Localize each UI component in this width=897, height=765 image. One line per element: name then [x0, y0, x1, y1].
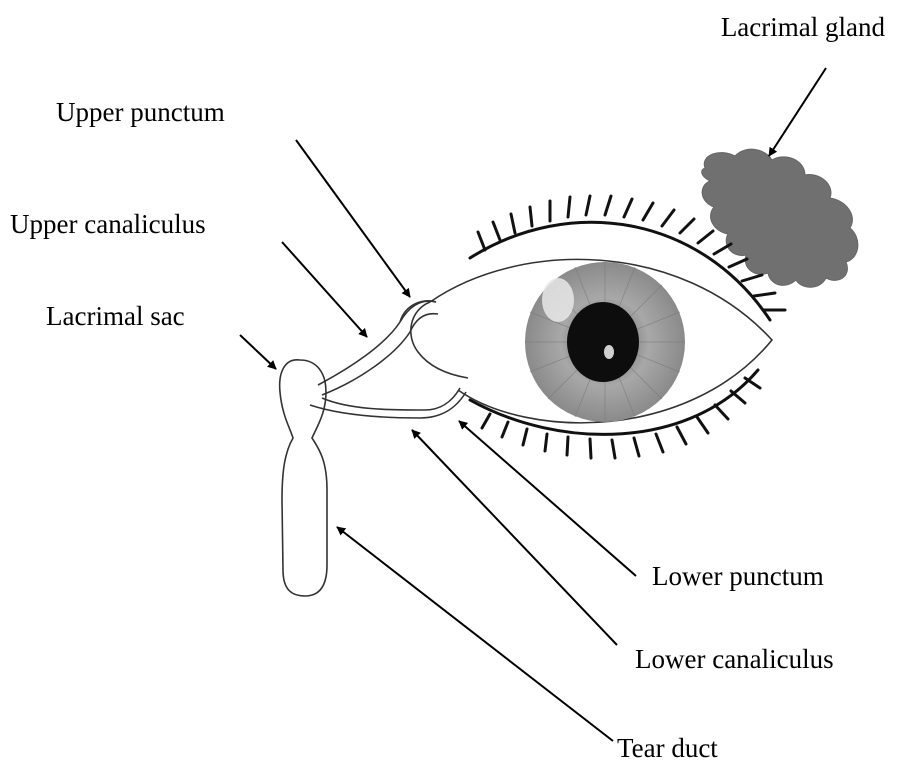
lacrimal-sac-and-duct-shape — [280, 360, 327, 596]
label-lacrimal-gland: Lacrimal gland — [721, 12, 886, 42]
arrow-tear-duct — [337, 527, 613, 741]
label-lower-canaliculus: Lower canaliculus — [635, 644, 834, 674]
arrow-lower-punctum — [459, 421, 636, 576]
caruncle — [411, 302, 468, 378]
arrow-upper-punctum — [296, 140, 410, 297]
upper-canaliculus-shape — [318, 301, 436, 385]
labels: Lacrimal gland Upper punctum Upper canal… — [10, 12, 885, 763]
arrow-lacrimal-gland — [769, 68, 826, 156]
label-tear-duct: Tear duct — [617, 733, 718, 763]
pupil — [567, 302, 639, 382]
lacrimal-gland-shape — [702, 149, 858, 287]
drainage-system — [280, 301, 466, 596]
label-lower-punctum: Lower punctum — [652, 561, 824, 591]
arrow-lacrimal-sac — [240, 335, 276, 369]
label-lacrimal-sac: Lacrimal sac — [46, 301, 185, 331]
eye — [411, 259, 772, 422]
label-upper-canaliculus: Upper canaliculus — [10, 209, 206, 239]
arrow-upper-canaliculus — [282, 242, 367, 337]
pupil-glint — [604, 345, 614, 359]
arrow-lower-canaliculus — [412, 430, 617, 645]
label-upper-punctum: Upper punctum — [56, 97, 225, 127]
iris-highlight — [542, 278, 574, 322]
